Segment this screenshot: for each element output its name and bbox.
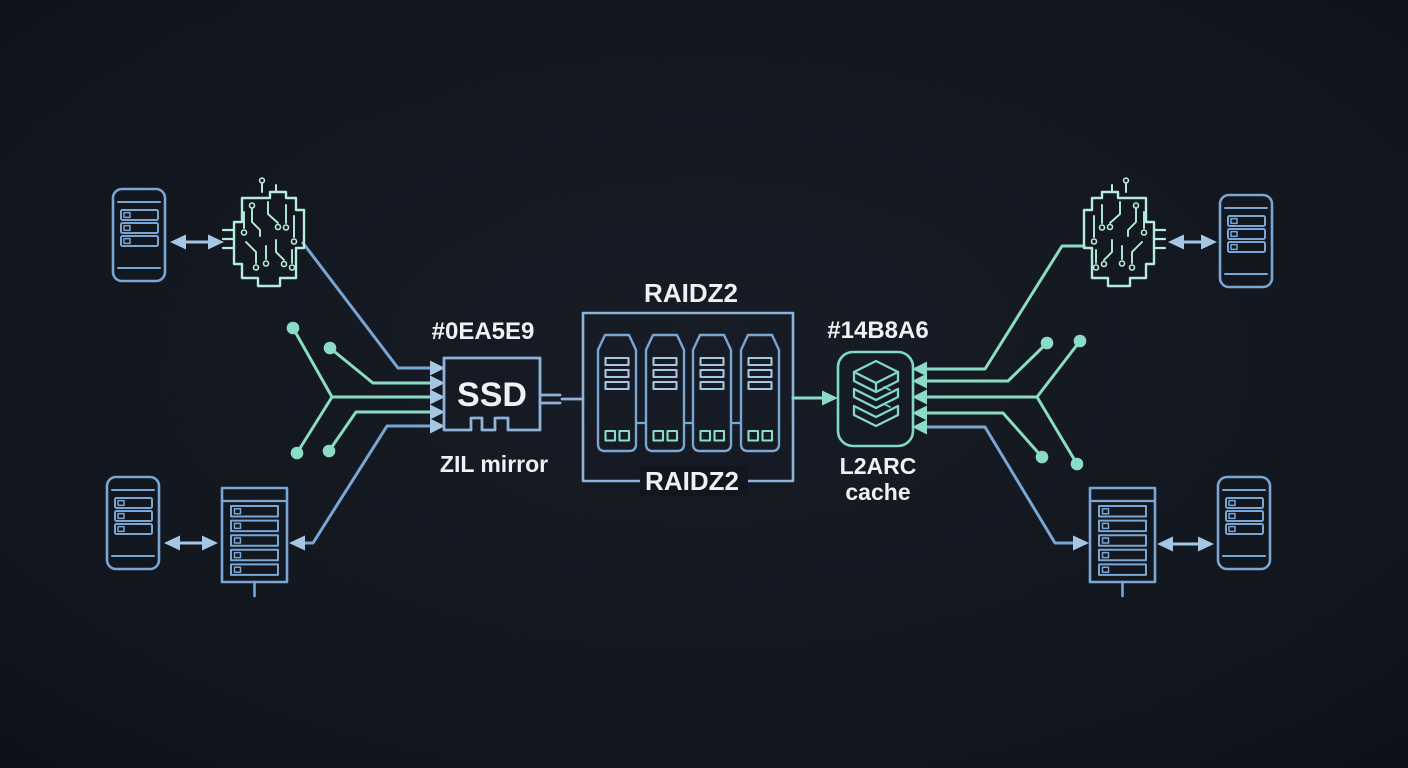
bidirectional-arrow bbox=[164, 535, 218, 551]
label-backing bbox=[640, 466, 748, 496]
node-dot bbox=[1040, 336, 1054, 350]
l2arc-color-label: #14B8A6 bbox=[827, 317, 928, 344]
ssd-incoming-arrowheads bbox=[430, 360, 445, 434]
cluster-top-left bbox=[111, 176, 306, 288]
l2arc-module: #14B8A6 L2ARC cache bbox=[827, 317, 928, 505]
zil-caption: ZIL mirror bbox=[440, 451, 548, 477]
zil-ssd-module: #0EA5E9 SSD ZIL mirror bbox=[432, 318, 585, 477]
storage-stack-icon bbox=[852, 359, 900, 428]
link-rack-to-ssd bbox=[301, 424, 432, 545]
bidirectional-arrow bbox=[1168, 234, 1217, 250]
link-circuit-to-ssd bbox=[301, 241, 432, 370]
ssd-output-connector bbox=[538, 393, 585, 405]
link-l2arc-to-rack bbox=[925, 425, 1076, 545]
bidirectional-arrow bbox=[170, 234, 224, 250]
fan-line bbox=[925, 411, 1044, 459]
node-dot bbox=[286, 321, 300, 335]
node-dot bbox=[1073, 334, 1087, 348]
cluster-top-right bbox=[1082, 176, 1274, 289]
fan-line bbox=[291, 326, 432, 455]
bidirectional-arrow bbox=[1157, 536, 1214, 552]
l2arc-incoming-arrowheads bbox=[912, 361, 927, 435]
cluster-bottom-right bbox=[1088, 475, 1272, 598]
l2arc-caption-line1: L2ARC bbox=[840, 453, 917, 479]
fan-line bbox=[327, 410, 432, 453]
fan-line bbox=[925, 339, 1082, 466]
fan-line bbox=[328, 346, 432, 385]
node-dot bbox=[290, 446, 304, 460]
raidz2-vdev: RAIDZ2 RAIDZ2 bbox=[581, 278, 838, 496]
fan-line bbox=[925, 341, 1049, 383]
node-dot bbox=[323, 341, 337, 355]
l2arc-box bbox=[836, 350, 915, 448]
right-fan-lines bbox=[912, 244, 1089, 551]
l2arc-caption-line2: cache bbox=[845, 479, 910, 505]
node-dot bbox=[1035, 450, 1049, 464]
ssd-chip-icon bbox=[442, 356, 542, 432]
link-l2arc-to-circuit bbox=[925, 244, 1086, 371]
arrowhead-into-rack bbox=[1073, 535, 1089, 551]
node-dot bbox=[1070, 457, 1084, 471]
raidz2-label-bottom: RAIDZ2 bbox=[645, 466, 739, 496]
node-dot bbox=[322, 444, 336, 458]
arrowhead-into-rack bbox=[289, 535, 305, 551]
raidz2-label-top: RAIDZ2 bbox=[644, 278, 738, 308]
ssd-label: SSD bbox=[457, 376, 527, 414]
zil-color-label: #0EA5E9 bbox=[432, 318, 535, 345]
cluster-bottom-left bbox=[105, 475, 289, 598]
raidz2-to-l2arc-arrow bbox=[791, 390, 838, 406]
left-fan-lines bbox=[286, 241, 445, 551]
